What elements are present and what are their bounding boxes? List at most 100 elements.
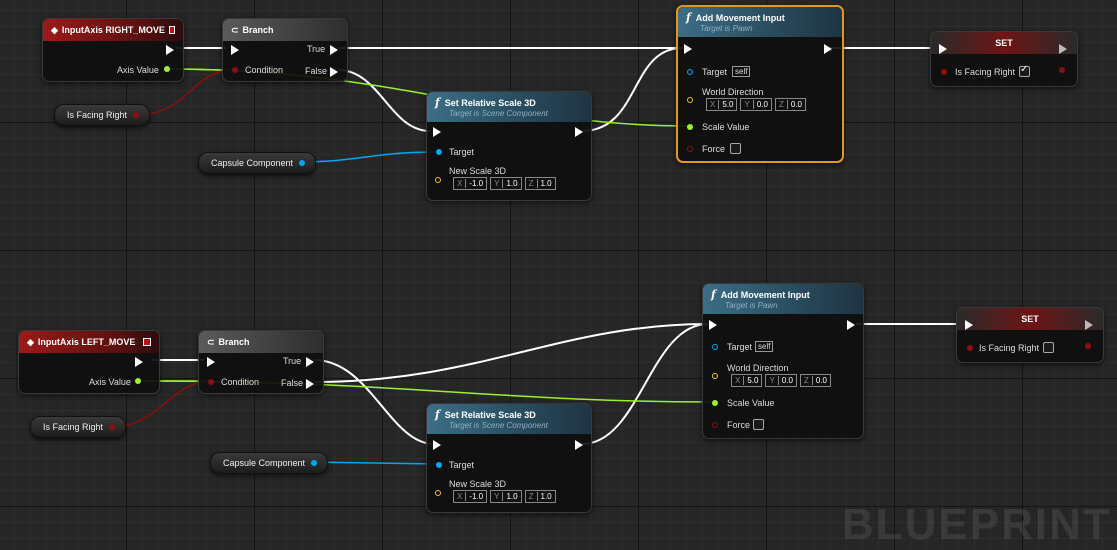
scale-z-field[interactable]: 1.0 xyxy=(540,492,552,501)
branch-node[interactable]: ⊂ Branch True Condition False xyxy=(198,330,324,394)
exec-out-pin[interactable] xyxy=(135,357,143,367)
exec-in-pin[interactable] xyxy=(231,45,239,55)
node-title: Add Movement Input xyxy=(720,289,810,300)
exec-out-pin[interactable] xyxy=(1085,320,1093,330)
vector-pin[interactable] xyxy=(687,97,693,103)
set-is-facing-right-node[interactable]: SET Is Facing Right xyxy=(956,307,1104,363)
set-relative-scale-node[interactable]: f Set Relative Scale 3D Target is Scene … xyxy=(426,403,592,513)
true-exec-pin[interactable] xyxy=(306,357,314,367)
set-relative-scale-node[interactable]: f Set Relative Scale 3D Target is Scene … xyxy=(426,91,592,201)
is-facing-right-checkbox[interactable] xyxy=(1019,64,1030,77)
force-pin[interactable] xyxy=(712,422,718,428)
bool-out-pin[interactable] xyxy=(109,424,116,430)
dir-z-field[interactable]: 0.0 xyxy=(790,100,802,109)
branch-title: Branch xyxy=(242,25,274,35)
branch-icon: ⊂ xyxy=(207,336,215,347)
object-out-pin[interactable] xyxy=(299,160,306,166)
condition-pin[interactable] xyxy=(232,67,238,73)
target-pin[interactable] xyxy=(712,344,718,350)
dir-y-field[interactable]: 0.0 xyxy=(756,100,768,109)
self-field[interactable]: self xyxy=(755,341,774,352)
true-exec-pin[interactable] xyxy=(330,45,338,55)
node-subtitle: Target is Pawn xyxy=(725,301,778,310)
exec-in-pin[interactable] xyxy=(207,357,215,367)
event-node-right-move[interactable]: ◆ InputAxis RIGHT_MOVE Axis Value xyxy=(42,18,184,82)
exec-in-pin[interactable] xyxy=(684,44,692,54)
scale-z-field[interactable]: 1.0 xyxy=(540,179,552,188)
dir-x-field[interactable]: 5.0 xyxy=(722,100,734,109)
exec-out-pin[interactable] xyxy=(575,127,583,137)
vector-pin[interactable] xyxy=(435,177,441,183)
target-label: Target xyxy=(727,342,753,352)
target-pin[interactable] xyxy=(436,462,442,468)
force-pin[interactable] xyxy=(687,146,693,152)
target-pin[interactable] xyxy=(436,149,442,155)
is-facing-right-getter[interactable]: Is Facing Right xyxy=(30,416,127,438)
exec-wire xyxy=(313,323,709,383)
self-field[interactable]: self xyxy=(732,66,751,77)
event-node-left-move[interactable]: ◆ InputAxis LEFT_MOVE Axis Value xyxy=(18,330,160,394)
exec-in-pin[interactable] xyxy=(965,320,973,330)
exec-in-pin[interactable] xyxy=(433,127,441,137)
false-exec-pin[interactable] xyxy=(330,67,338,77)
vector-pin[interactable] xyxy=(435,490,441,496)
axis-value-label: Axis Value xyxy=(89,377,131,387)
condition-pin[interactable] xyxy=(208,379,214,385)
exec-out-pin[interactable] xyxy=(166,45,174,55)
exec-in-pin[interactable] xyxy=(433,440,441,450)
node-subtitle: Target is Scene Component xyxy=(449,109,548,118)
exec-out-pin[interactable] xyxy=(824,44,832,54)
scale-x-field[interactable]: -1.0 xyxy=(469,492,484,501)
bool-in-pin[interactable] xyxy=(941,69,947,75)
object-wire xyxy=(309,461,439,465)
true-label: True xyxy=(307,44,326,54)
axis-value-pin[interactable] xyxy=(135,378,141,384)
exec-in-pin[interactable] xyxy=(709,320,717,330)
scale-value-pin[interactable] xyxy=(712,400,718,406)
scale-value-pin[interactable] xyxy=(687,124,693,130)
is-facing-right-checkbox[interactable] xyxy=(1043,342,1054,353)
bool-wire xyxy=(134,69,236,116)
set-is-facing-right-node[interactable]: SET Is Facing Right xyxy=(930,31,1078,87)
axis-value-label: Axis Value xyxy=(117,65,159,75)
close-icon xyxy=(143,338,151,346)
target-label: Target xyxy=(702,67,728,77)
false-label: False xyxy=(305,66,328,76)
scale-value-label: Scale Value xyxy=(702,122,750,132)
bool-in-pin[interactable] xyxy=(967,345,973,351)
force-checkbox[interactable] xyxy=(730,143,741,154)
target-pin[interactable] xyxy=(687,69,693,75)
bool-out-pin[interactable] xyxy=(1085,343,1091,349)
condition-label: Condition xyxy=(245,65,284,75)
add-movement-input-node[interactable]: f Add Movement Input Target is Pawn Targ… xyxy=(702,283,864,439)
add-movement-input-node[interactable]: f Add Movement Input Target is Pawn Targ… xyxy=(676,5,844,163)
exec-out-pin[interactable] xyxy=(575,440,583,450)
is-facing-right-getter[interactable]: Is Facing Right xyxy=(54,104,151,126)
capsule-component-getter[interactable]: Capsule Component xyxy=(198,152,317,174)
scale-value-label: Scale Value xyxy=(727,398,775,408)
dir-z-field[interactable]: 0.0 xyxy=(815,376,827,385)
exec-out-pin[interactable] xyxy=(847,320,855,330)
vector-pin[interactable] xyxy=(712,373,718,379)
force-checkbox[interactable] xyxy=(753,419,764,430)
branch-icon: ⊂ xyxy=(231,24,239,35)
axis-value-pin[interactable] xyxy=(164,66,170,72)
capsule-component-getter[interactable]: Capsule Component xyxy=(210,452,329,474)
dir-x-field[interactable]: 5.0 xyxy=(747,376,759,385)
exec-in-pin[interactable] xyxy=(939,44,947,54)
object-out-pin[interactable] xyxy=(311,460,318,466)
branch-node[interactable]: ⊂ Branch True Condition False xyxy=(222,18,348,82)
false-exec-pin[interactable] xyxy=(306,379,314,389)
bool-out-pin[interactable] xyxy=(1059,67,1065,73)
scale-y-field[interactable]: 1.0 xyxy=(506,179,518,188)
scale-y-field[interactable]: 1.0 xyxy=(506,492,518,501)
dir-y-field[interactable]: 0.0 xyxy=(781,376,793,385)
exec-out-pin[interactable] xyxy=(1059,44,1067,54)
bool-out-pin[interactable] xyxy=(133,112,140,118)
target-label: Target xyxy=(449,460,475,470)
scale-x-field[interactable]: -1.0 xyxy=(469,179,484,188)
